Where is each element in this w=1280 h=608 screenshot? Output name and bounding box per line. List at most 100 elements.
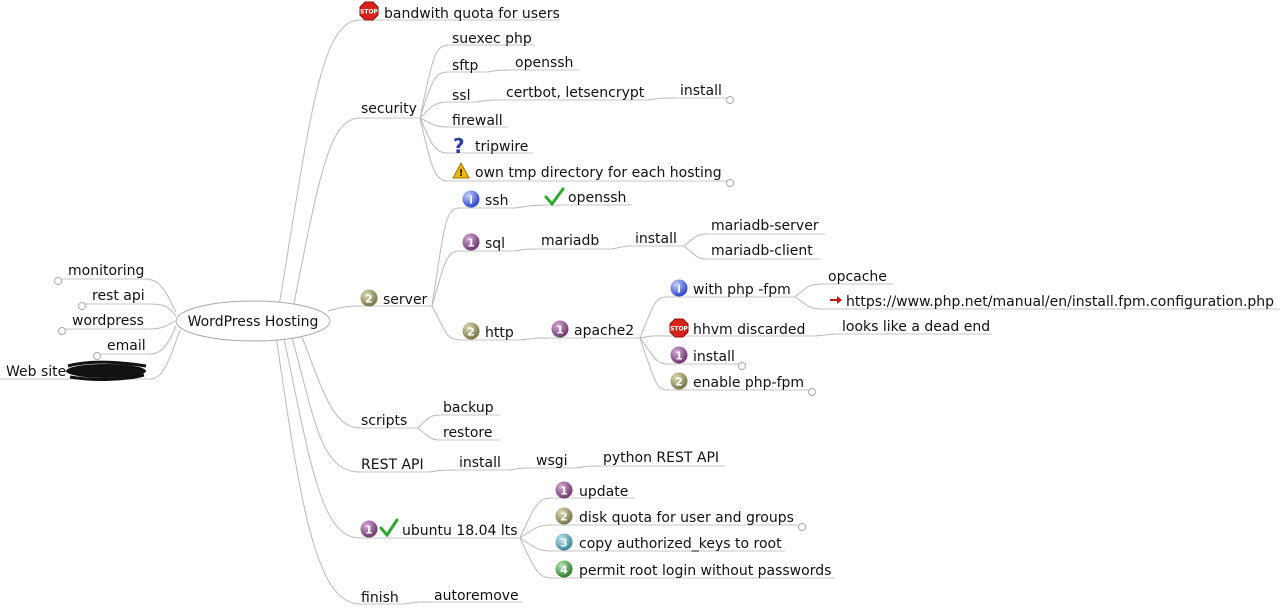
node-label: sql xyxy=(485,236,505,252)
node-http-install[interactable]: 1 install xyxy=(670,346,735,366)
node-scripts[interactable]: scripts xyxy=(361,413,407,429)
node-disk-quota[interactable]: 2 disk quota for user and groups xyxy=(555,507,794,527)
node-rest-api-branch[interactable]: REST API xyxy=(361,457,424,473)
node-ssh[interactable]: i ssh xyxy=(462,190,509,210)
node-firewall[interactable]: firewall xyxy=(452,113,503,129)
node-suexec[interactable]: suexec php xyxy=(452,31,532,47)
node-backup[interactable]: backup xyxy=(443,400,494,416)
check-icon xyxy=(379,518,399,538)
node-label: copy authorized_keys to root xyxy=(579,536,782,552)
node-ssl-install[interactable]: install xyxy=(680,83,722,99)
redaction-scribble xyxy=(66,360,147,381)
svg-text:3: 3 xyxy=(560,537,568,550)
collapse-knob[interactable] xyxy=(93,352,101,360)
priority-1-icon: 1 xyxy=(555,481,573,499)
node-enable-php-fpm[interactable]: 2 enable php-fpm xyxy=(670,372,805,392)
node-tmp-directory[interactable]: ! own tmp directory for each hosting xyxy=(452,161,722,181)
node-server[interactable]: 2 server xyxy=(360,289,428,309)
svg-text:1: 1 xyxy=(675,350,683,363)
node-certbot[interactable]: certbot, letsencrypt xyxy=(506,85,645,101)
node-mariadb-client[interactable]: mariadb-client xyxy=(711,243,813,259)
node-wsgi[interactable]: wsgi xyxy=(536,453,568,469)
svg-text:i: i xyxy=(469,194,473,207)
info-icon: i xyxy=(670,279,688,297)
svg-text:2: 2 xyxy=(467,326,475,339)
node-security[interactable]: security xyxy=(361,101,417,117)
node-autoremove[interactable]: autoremove xyxy=(434,588,519,604)
node-rest-api[interactable]: rest api xyxy=(92,288,145,304)
node-hhvm[interactable]: STOP hhvm discarded xyxy=(669,318,805,338)
link-label: https://www.php.net/manual/en/install.fp… xyxy=(846,294,1274,310)
node-label: update xyxy=(579,484,628,500)
node-ubuntu[interactable]: 1 ubuntu 18.04 lts xyxy=(360,518,518,539)
root-node[interactable]: WordPress Hosting xyxy=(175,300,331,342)
node-label: permit root login without passwords xyxy=(579,563,831,579)
node-mariadb[interactable]: mariadb xyxy=(541,233,599,249)
node-fpm-link[interactable]: https://www.php.net/manual/en/install.fp… xyxy=(830,294,1274,310)
node-sftp[interactable]: sftp xyxy=(452,58,478,74)
collapse-knob[interactable] xyxy=(726,96,734,104)
node-label: disk quota for user and groups xyxy=(579,510,794,526)
node-label: install xyxy=(693,349,735,365)
node-tripwire[interactable]: ? tripwire xyxy=(453,134,528,158)
svg-text:2: 2 xyxy=(560,511,568,524)
node-monitoring[interactable]: monitoring xyxy=(68,263,144,279)
collapse-knob[interactable] xyxy=(808,388,816,396)
svg-text:2: 2 xyxy=(365,293,373,306)
node-restore[interactable]: restore xyxy=(443,425,492,441)
node-label: tripwire xyxy=(475,139,528,155)
node-apache2[interactable]: 1 apache2 xyxy=(551,320,635,340)
collapse-knob[interactable] xyxy=(78,302,86,310)
node-http[interactable]: 2 http xyxy=(462,322,514,342)
collapse-knob[interactable] xyxy=(54,277,62,285)
node-label: http xyxy=(485,325,514,341)
node-finish[interactable]: finish xyxy=(361,590,399,606)
collapse-knobs xyxy=(54,96,816,531)
collapse-knob[interactable] xyxy=(738,362,746,370)
node-ssh-openssh[interactable]: openssh xyxy=(544,187,626,207)
collapse-knob[interactable] xyxy=(798,523,806,531)
node-dead-end[interactable]: looks like a dead end xyxy=(842,319,990,335)
priority-2-icon: 2 xyxy=(670,372,688,390)
svg-text:1: 1 xyxy=(467,237,475,250)
node-root-login[interactable]: 4 permit root login without passwords xyxy=(555,560,832,580)
priority-1-icon: 1 xyxy=(551,320,569,338)
node-web-site[interactable]: Web site xyxy=(6,364,66,380)
node-wordpress[interactable]: wordpress xyxy=(72,313,144,329)
node-label: security xyxy=(361,101,417,117)
node-authorized-keys[interactable]: 3 copy authorized_keys to root xyxy=(555,533,783,553)
priority-2-icon: 2 xyxy=(462,322,480,340)
priority-1-icon: 1 xyxy=(670,346,688,364)
node-label: hhvm discarded xyxy=(693,322,805,338)
node-python-rest[interactable]: python REST API xyxy=(603,450,719,466)
node-opcache[interactable]: opcache xyxy=(828,269,887,285)
node-ssl[interactable]: ssl xyxy=(452,88,470,104)
svg-text:!: ! xyxy=(459,168,464,179)
svg-text:STOP: STOP xyxy=(670,326,689,333)
node-php-fpm[interactable]: i with php -fpm xyxy=(670,279,791,299)
priority-1-icon: 1 xyxy=(360,520,378,538)
collapse-knob[interactable] xyxy=(58,327,66,335)
node-label: apache2 xyxy=(574,323,634,339)
node-label: enable php-fpm xyxy=(693,375,804,391)
svg-text:1: 1 xyxy=(556,324,564,337)
node-sftp-openssh[interactable]: openssh xyxy=(515,55,573,71)
left-branches: monitoring rest api wordpress email Web … xyxy=(6,263,147,381)
collapse-knob[interactable] xyxy=(726,179,734,187)
node-email[interactable]: email xyxy=(107,338,146,354)
node-label: own tmp directory for each hosting xyxy=(475,165,722,181)
node-sql[interactable]: 1 sql xyxy=(462,233,506,253)
stop-icon: STOP xyxy=(359,1,379,21)
node-bandwidth[interactable]: STOP bandwith quota for users xyxy=(359,1,560,22)
priority-2-icon: 2 xyxy=(555,507,573,525)
node-mariadb-server[interactable]: mariadb-server xyxy=(711,218,819,234)
question-icon: ? xyxy=(453,134,465,158)
node-label: server xyxy=(383,292,428,308)
node-rest-install[interactable]: install xyxy=(459,455,501,471)
node-mariadb-install[interactable]: install xyxy=(635,231,677,247)
links xyxy=(0,19,1280,605)
node-update[interactable]: 1 update xyxy=(555,481,629,501)
svg-text:2: 2 xyxy=(675,376,683,389)
priority-2-icon: 2 xyxy=(360,289,378,307)
